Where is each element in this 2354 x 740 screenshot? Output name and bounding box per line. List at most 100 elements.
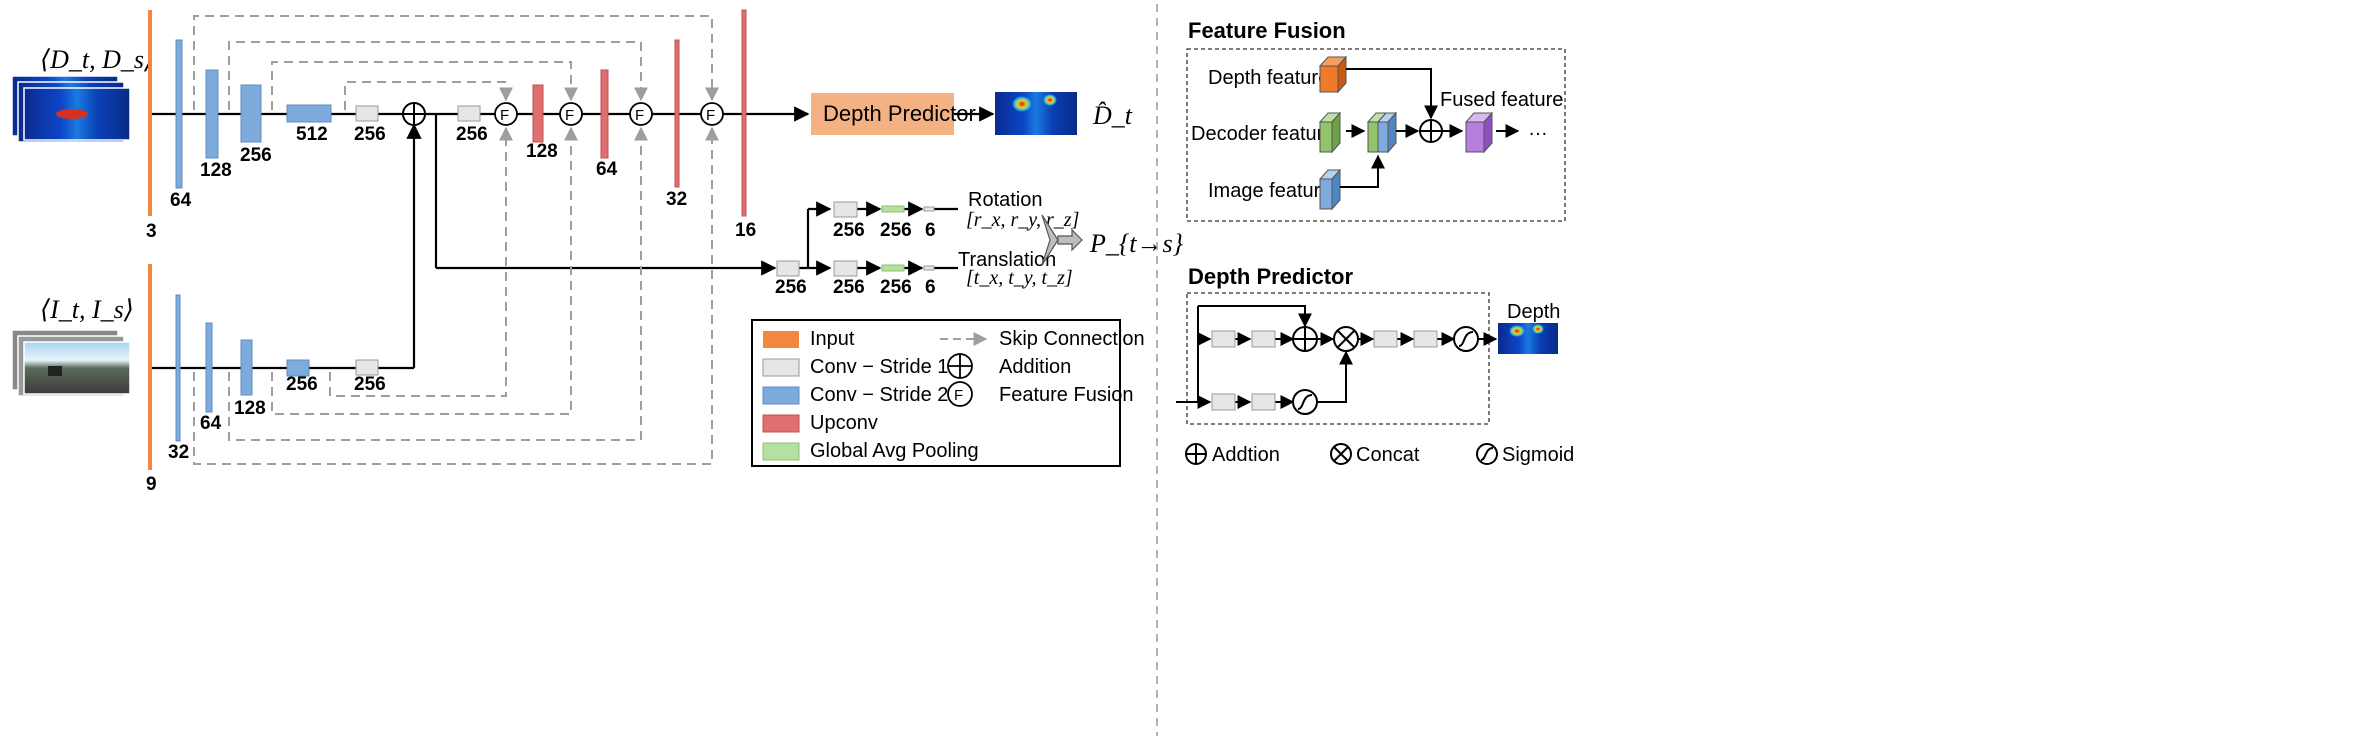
depth-conv-512-label: 512 bbox=[296, 124, 328, 145]
image-conv-s1-256-label: 256 bbox=[354, 374, 386, 395]
depth-conv-128-label: 128 bbox=[200, 160, 232, 181]
image-conv-64 bbox=[205, 322, 213, 413]
depth-input-label: ⟨D_t, D_s⟩ bbox=[40, 45, 154, 74]
image-conv-128-label: 128 bbox=[234, 398, 266, 419]
pose-output-label: P_{t→s} bbox=[1089, 229, 1184, 258]
depth-conv-512 bbox=[286, 104, 332, 123]
image-input-bar bbox=[148, 264, 152, 470]
image-conv-64-label: 64 bbox=[200, 413, 222, 434]
depth-input-bar bbox=[148, 10, 152, 216]
feature-fusion-arrows bbox=[1340, 68, 1520, 188]
decoder-conv-256-label: 256 bbox=[456, 124, 488, 145]
svg-text:Concat: Concat bbox=[1356, 444, 1420, 466]
upconv-32-label: 32 bbox=[666, 189, 687, 210]
legend-input: Input bbox=[763, 328, 855, 350]
dp-conv-1 bbox=[1211, 330, 1236, 348]
pose-shared-conv bbox=[776, 260, 800, 277]
upconv-64-label: 64 bbox=[596, 159, 618, 180]
depth-predictor-panel bbox=[1186, 292, 1490, 425]
legend-gap: Global Avg Pooling bbox=[762, 440, 979, 462]
decoder-feature-label: Decoder feature bbox=[1191, 123, 1334, 145]
depth-input-channels: 3 bbox=[146, 221, 157, 242]
svg-text:Addtion: Addtion bbox=[1212, 444, 1280, 466]
image-conv-256 bbox=[286, 359, 310, 377]
upconv-16-label: 16 bbox=[735, 220, 756, 241]
svg-text:Feature Fusion: Feature Fusion bbox=[999, 384, 1134, 406]
legend-box bbox=[751, 319, 1121, 467]
svg-text:Conv − Stride 2: Conv − Stride 2 bbox=[810, 384, 948, 406]
depth-conv-s1-256 bbox=[355, 105, 379, 122]
fused-feature-cube bbox=[1464, 111, 1494, 154]
translation-gap-label: 256 bbox=[880, 277, 912, 298]
pose-shared-conv-label: 256 bbox=[775, 277, 807, 298]
rotation-conv-1-label: 256 bbox=[833, 220, 865, 241]
depth-predictor-label: Depth Predictor bbox=[823, 101, 976, 126]
dp-output-label: Depth bbox=[1507, 301, 1560, 323]
bottom-legend-concat: Concat bbox=[1330, 443, 1420, 466]
depth-input-stack bbox=[11, 75, 131, 143]
concat-feature-cube bbox=[1366, 111, 1398, 154]
image-conv-s1-256 bbox=[355, 359, 379, 376]
dp-conv-3 bbox=[1373, 330, 1398, 348]
svg-text:Sigmoid: Sigmoid bbox=[1502, 444, 1574, 466]
addition-node bbox=[402, 102, 426, 126]
rotation-vector: [r_x, r_y, r_z] bbox=[966, 209, 1079, 231]
dp-conv-6 bbox=[1251, 393, 1276, 411]
depth-conv-64 bbox=[175, 39, 183, 189]
image-input-label: ⟨I_t, I_s⟩ bbox=[40, 295, 134, 324]
feature-fusion-panel bbox=[1186, 48, 1566, 222]
translation-vector: [t_x, t_y, t_z] bbox=[966, 267, 1073, 289]
depth-predictor-box bbox=[811, 93, 954, 135]
upconv-128 bbox=[532, 84, 544, 143]
fusion-ellipsis: … bbox=[1528, 118, 1548, 140]
translation-conv-1 bbox=[833, 260, 858, 277]
image-input-channels: 9 bbox=[146, 474, 157, 495]
upconv-32 bbox=[674, 39, 680, 188]
svg-text:F: F bbox=[954, 387, 963, 404]
dp-conv-5 bbox=[1211, 393, 1236, 411]
translation-gap bbox=[881, 264, 905, 272]
image-conv-32 bbox=[175, 294, 181, 442]
dp-sigmoid-icon-bottom bbox=[1292, 389, 1318, 415]
upconv-128-label: 128 bbox=[526, 141, 558, 162]
dp-addition-icon bbox=[1292, 326, 1318, 352]
fusion-node-1: F bbox=[494, 102, 518, 126]
legend-upconv: Upconv bbox=[762, 412, 878, 434]
image-input-stack bbox=[11, 329, 131, 397]
decoder-conv-256 bbox=[457, 105, 481, 122]
svg-text:F: F bbox=[706, 107, 715, 124]
svg-text:Conv − Stride 1: Conv − Stride 1 bbox=[810, 356, 948, 378]
depth-conv-256 bbox=[240, 84, 262, 143]
svg-text:Addition: Addition bbox=[999, 356, 1071, 378]
bottom-legend-addition: Addtion bbox=[1185, 443, 1280, 466]
image-conv-32-label: 32 bbox=[168, 442, 189, 463]
dp-sigmoid-icon-top bbox=[1453, 326, 1479, 352]
depth-conv-64-label: 64 bbox=[170, 190, 192, 211]
svg-text:Skip Connection: Skip Connection bbox=[999, 328, 1145, 350]
fusion-addition-icon bbox=[1419, 119, 1443, 143]
depth-conv-128 bbox=[205, 69, 219, 159]
depth-predictor-panel-title: Depth Predictor bbox=[1188, 264, 1353, 289]
legend-feature-fusion: F Feature Fusion bbox=[947, 381, 1134, 407]
fusion-node-4: F bbox=[700, 102, 724, 126]
fusion-node-2: F bbox=[559, 102, 583, 126]
translation-out bbox=[923, 265, 935, 271]
dp-conv-2 bbox=[1251, 330, 1276, 348]
upconv-64 bbox=[600, 69, 609, 159]
decoder-feature-cube bbox=[1318, 111, 1342, 154]
depth-feature-label: Depth feature bbox=[1208, 67, 1329, 89]
dp-output-depth-map bbox=[1498, 323, 1558, 354]
rotation-label: Rotation bbox=[968, 189, 1043, 211]
feature-fusion-title: Feature Fusion bbox=[1188, 18, 1346, 43]
fused-feature-label: Fused feature bbox=[1440, 89, 1563, 111]
svg-text:Input: Input bbox=[810, 328, 855, 350]
image-feature-label: Image feature bbox=[1208, 180, 1331, 202]
depth-conv-256-label: 256 bbox=[240, 145, 272, 166]
legend-conv-stride1: Conv − Stride 1 bbox=[762, 356, 948, 378]
depth-predictor-lines bbox=[1176, 305, 1498, 409]
image-feature-cube bbox=[1318, 168, 1342, 211]
translation-conv-1-label: 256 bbox=[833, 277, 865, 298]
skip-connections bbox=[193, 15, 719, 465]
bottom-legend-sigmoid: Sigmoid bbox=[1476, 443, 1574, 466]
predicted-depth-map bbox=[995, 92, 1077, 135]
